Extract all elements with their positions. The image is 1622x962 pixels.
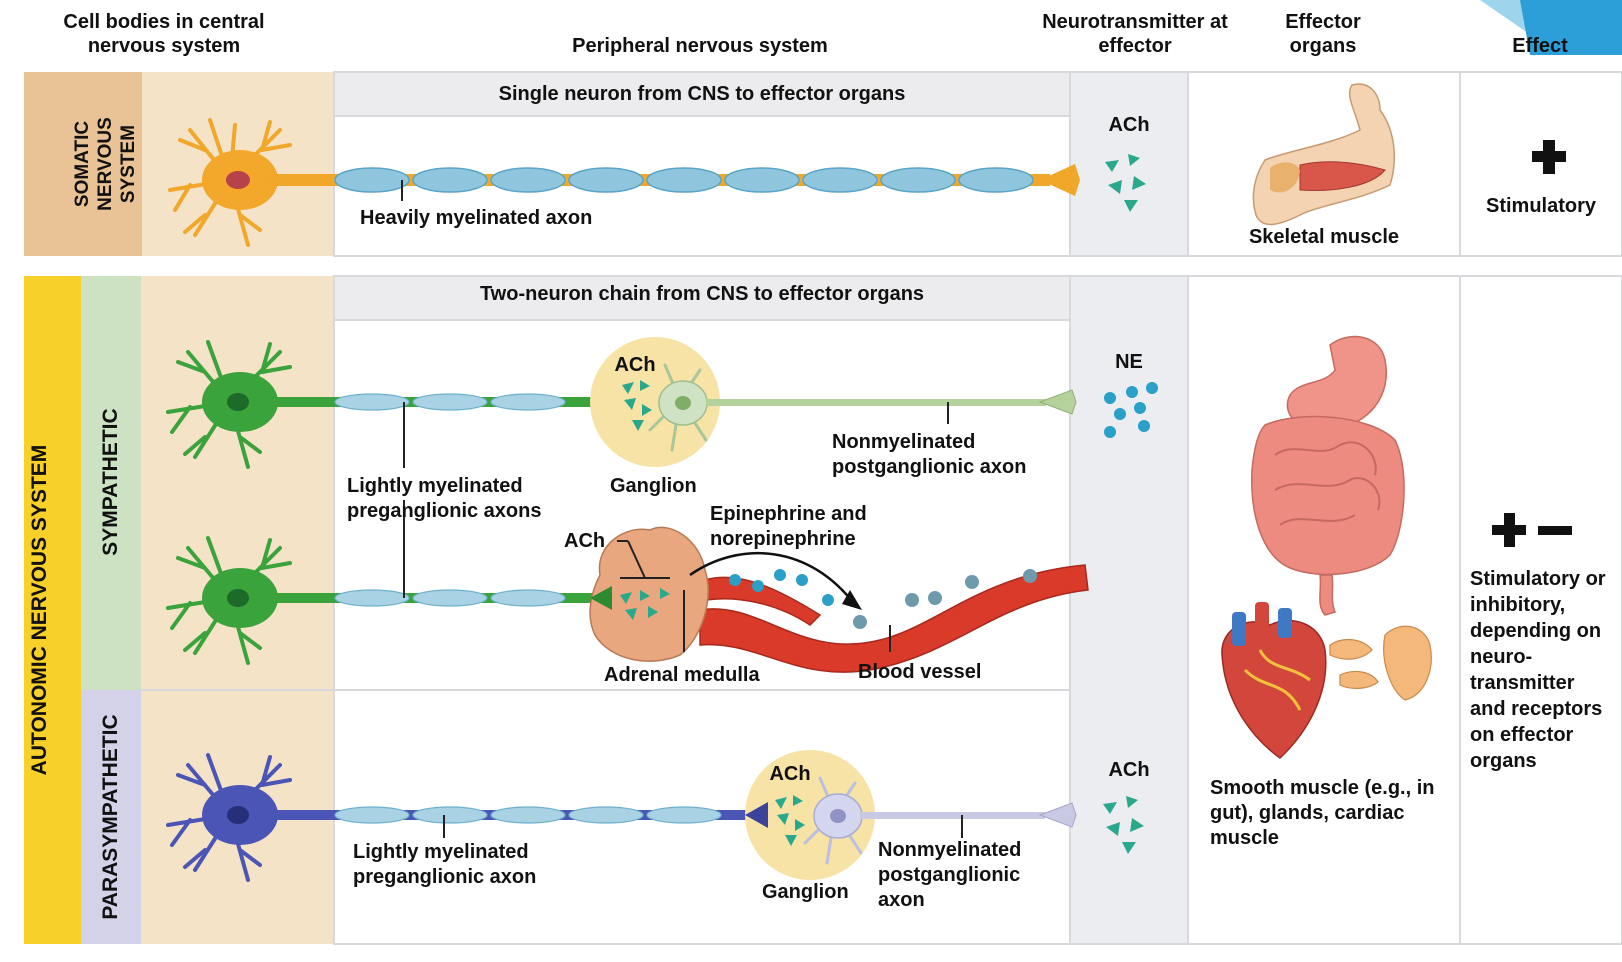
parasympathetic-ganglion-ach xyxy=(775,795,805,846)
sympathetic-post-axon-label: Nonmyelinated postganglionic axon xyxy=(832,431,1027,478)
somatic-effector-label: Skeletal muscle xyxy=(1248,226,1400,248)
autonomic-effector-label: Smooth muscle (e.g., in gut), glands, ca… xyxy=(1210,777,1435,849)
autonomic-banner: Two-neuron chain from CNS to effector or… xyxy=(479,283,925,305)
heart-illustration xyxy=(1221,602,1327,759)
parasympathetic-neurotransmitter: ACh xyxy=(1108,759,1150,781)
sympathetic-pre-axon-label: Lightly myelinated preganglionic axons xyxy=(347,475,542,522)
somatic-row xyxy=(24,71,1622,257)
parasympathetic-pre-axon-label: Lightly myelinated preganglionic axon xyxy=(353,841,537,888)
stimulatory-inhibitory-icon xyxy=(1492,513,1572,547)
sympathetic-myelin-1 xyxy=(334,393,566,411)
sympathetic-ganglion-ach-label: ACh xyxy=(614,354,656,376)
header-effector-organs: Effector organs xyxy=(1285,11,1361,57)
sympathetic-myelin-2 xyxy=(334,589,566,607)
ne-molecules xyxy=(1104,382,1158,438)
adrenal-medulla-label: Adrenal medulla xyxy=(604,664,760,686)
blood-vessel-label: Blood vessel xyxy=(858,661,982,683)
parasympathetic-side-label: PARASYMPATHETIC xyxy=(99,714,122,920)
somatic-side-label: SOMATIC NERVOUS SYSTEM xyxy=(72,117,139,211)
somatic-myelin-sheath xyxy=(334,167,1034,193)
stomach-intestine-illustration xyxy=(1251,335,1405,616)
parasympathetic-ganglion-ach-label: ACh xyxy=(769,763,811,785)
somatic-ach-molecules xyxy=(1105,154,1146,212)
somatic-axon-label: Heavily myelinated axon xyxy=(360,207,593,229)
adrenal-ach-label: ACh xyxy=(564,530,606,552)
somatic-effect-label: Stimulatory xyxy=(1485,195,1597,217)
header-pns: Peripheral nervous system xyxy=(572,35,828,57)
autonomic-effect-label: Stimulatory or inhibitory, depending on … xyxy=(1470,568,1606,772)
sympathetic-ganglion xyxy=(590,337,720,467)
stimulatory-plus-icon xyxy=(1532,140,1566,174)
hormones-label: Epinephrine and norepinephrine xyxy=(710,503,867,550)
somatic-axon-terminal xyxy=(1040,164,1080,196)
parasympathetic-ganglion-label: Ganglion xyxy=(762,881,849,903)
somatic-banner: Single neuron from CNS to effector organ… xyxy=(498,83,906,105)
header-neurotransmitter: Neurotransmitter at effector xyxy=(1042,11,1228,57)
skeletal-muscle-illustration xyxy=(1252,83,1396,226)
header-effect: Effect xyxy=(1512,35,1568,57)
parasympathetic-ganglion xyxy=(745,750,875,880)
sympathetic-ganglion-ach xyxy=(622,380,652,431)
somatic-neurotransmitter: ACh xyxy=(1108,114,1150,136)
header-cns: Cell bodies in central nervous system xyxy=(63,11,265,57)
parasympathetic-ach-molecules xyxy=(1103,796,1144,854)
parasympathetic-myelin xyxy=(334,806,722,824)
adrenal-ach xyxy=(620,588,670,620)
blood-vessel-illustration xyxy=(699,564,1089,673)
sympathetic-ganglion-label: Ganglion xyxy=(610,475,697,497)
corner-decoration xyxy=(1480,0,1622,55)
sympathetic-side-label: SYMPATHETIC xyxy=(99,408,122,556)
parasympathetic-post-axon-label: Nonmyelinated postganglionic axon xyxy=(878,839,1022,911)
somatic-neuron xyxy=(168,118,292,247)
sympathetic-neurotransmitter: NE xyxy=(1115,351,1143,373)
adrenal-medulla-illustration xyxy=(589,526,709,662)
epinephrine-molecules xyxy=(729,569,834,606)
gland-illustration xyxy=(1329,625,1432,701)
autonomic-side-label: AUTONOMIC NERVOUS SYSTEM xyxy=(28,444,51,776)
